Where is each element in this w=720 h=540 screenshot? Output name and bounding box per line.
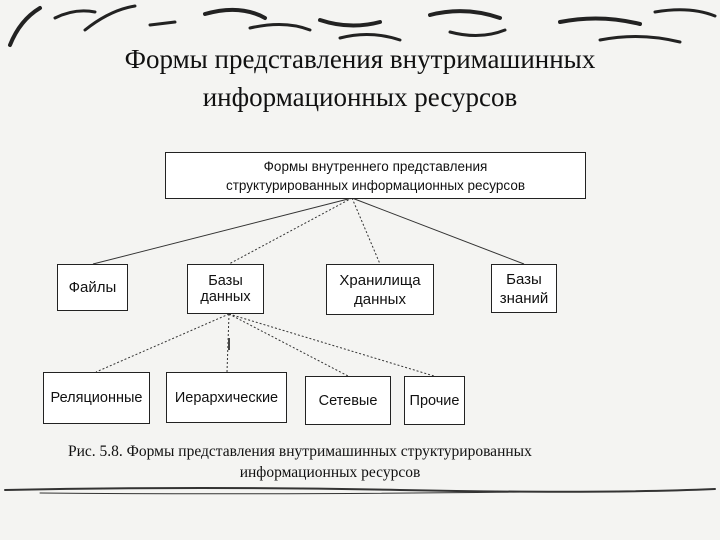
node-other: Прочие [404,376,465,425]
node-databases-line-1: Базы [208,273,243,289]
decorative-bottom-rule [4,487,716,495]
figure-caption-line-1: Рис. 5.8. Формы представления внутримаши… [68,443,532,460]
diagram-root-node: Формы внутреннего представления структур… [165,152,586,199]
node-hierarchical: Иерархические [166,372,287,423]
connector-root-knowledge [351,197,525,265]
connector-root-databases [228,197,353,265]
root-node-line-1: Формы внутреннего представления [263,158,488,174]
node-data-warehouses-line-1: Хранилища [339,271,421,289]
node-relational: Реляционные [43,372,150,424]
node-files-label: Файлы [68,278,117,296]
node-files: Файлы [57,264,128,311]
databases-tick-mark [228,338,230,350]
node-knowledge-bases-line-1: Базы [506,270,542,288]
slide-title-line-1: Формы представления внутримашинных [124,44,596,74]
figure-caption-line-2: информационных ресурсов [239,464,421,481]
connector-db-other [228,313,435,377]
decorative-brush-strokes [8,4,717,47]
connector-db-relational [95,313,230,373]
node-knowledge-bases-line-2: знаний [499,289,549,307]
node-network: Сетевые [305,376,391,425]
slide-title: Формы представления внутримашинных инфор… [0,40,720,116]
slide-title-line-2: информационных ресурсов [202,82,518,112]
root-node-line-2: структурированных информационных ресурсо… [226,177,525,193]
connector-root-files [92,197,353,265]
connector-root-warehouses [351,197,381,265]
node-databases-line-2: данных [200,289,251,305]
node-databases: Базы данных [187,264,264,314]
node-data-warehouses: Хранилища данных [326,264,434,315]
node-data-warehouses-line-2: данных [354,290,406,308]
node-relational-label: Реляционные [50,390,143,406]
node-network-label: Сетевые [318,392,378,409]
node-other-label: Прочие [409,392,460,409]
node-knowledge-bases: Базы знаний [491,264,557,313]
figure-caption: Рис. 5.8. Формы представления внутримаши… [60,441,600,483]
node-hierarchical-label: Иерархические [174,389,279,406]
